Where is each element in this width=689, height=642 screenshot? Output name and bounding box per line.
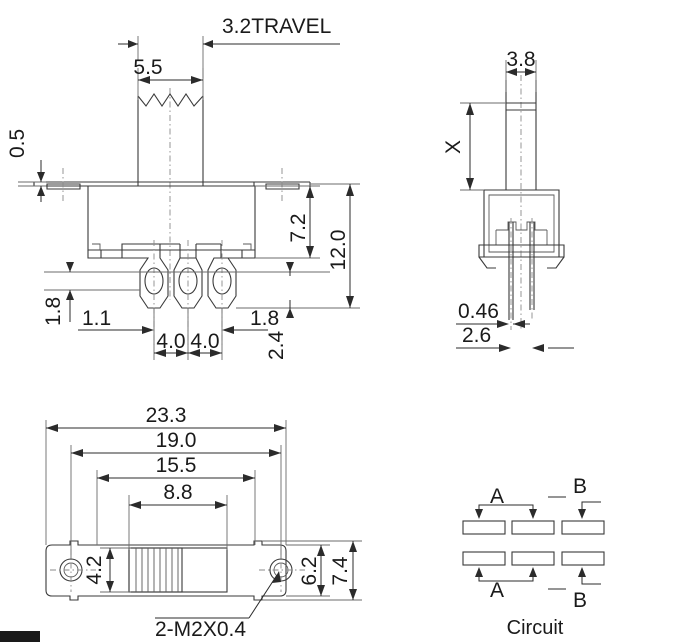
- circuit-link-b-top: B: [548, 475, 601, 519]
- side-pin-1: [508, 222, 514, 320]
- terminal-group: [121, 240, 237, 348]
- dimension-label-15-5: 15.5: [156, 454, 197, 477]
- dimension-label-2-4: 2.4: [265, 330, 288, 360]
- circuit-link-a-top: A: [475, 485, 537, 519]
- plan-knurled-actuator: [128, 547, 183, 593]
- side-body-outer: [483, 189, 560, 258]
- actuator-stem: [137, 96, 204, 186]
- circuit-label-a-bottom: A: [490, 579, 504, 602]
- dimension-2-4: 2.4: [236, 262, 300, 360]
- dimension-12-0: 12.0: [236, 183, 360, 309]
- dimension-label-4-0-b: 4.0: [190, 330, 219, 353]
- dimension-2-6: 2.6: [456, 324, 574, 352]
- body-right-notch: [243, 243, 252, 250]
- dimension-label-12-0: 12.0: [327, 230, 350, 271]
- dimension-label-2-6: 2.6: [462, 324, 491, 347]
- dimension-8-8: 8.8: [128, 481, 228, 550]
- dimension-label-23-3: 23.3: [146, 404, 187, 427]
- dimension-label-1-1: 1.1: [82, 307, 111, 330]
- dimension-label-3-8: 3.8: [506, 48, 535, 71]
- dimension-1-8-horizontal: 1.8: [222, 307, 279, 334]
- dimension-5-5: 5.5: [133, 56, 204, 100]
- circuit-link-a-bottom: A: [475, 567, 537, 602]
- dimension-label-19-0: 19.0: [156, 429, 197, 452]
- plan-body-outline: [45, 540, 287, 601]
- note-2-m2x0-4: 2-M2X0.4: [155, 571, 281, 641]
- flange-hole-right: [265, 183, 300, 190]
- side-actuator-stem: [505, 80, 537, 190]
- dimension-3-8: 3.8: [505, 48, 537, 92]
- body-left-foot: [87, 250, 102, 259]
- dimension-4-2: 4.2: [83, 547, 131, 593]
- dimension-19-0: 19.0: [70, 429, 282, 560]
- side-elevation-view: 3.8 X 0.46: [442, 48, 574, 352]
- terminal-pin-1: [121, 243, 169, 309]
- dimension-4-0-first: 4.0: [153, 308, 189, 360]
- side-actuator-groove: [506, 102, 536, 111]
- dimension-3-2-travel: 3.2TRAVEL: [118, 15, 340, 78]
- circuit-pad-bottom-1: [462, 551, 506, 566]
- circuit-link-b-bottom: B: [548, 567, 601, 612]
- dimension-0-46: 0.46: [456, 300, 530, 328]
- flange-hole-left: [46, 183, 81, 190]
- dimension-23-3: 23.3: [45, 404, 287, 545]
- dimension-label-x: X: [442, 140, 465, 154]
- circuit-pad-bottom-3: [561, 551, 605, 566]
- dimension-4-0-second: 4.0: [188, 308, 223, 360]
- dimension-label-7-4: 7.4: [329, 556, 352, 586]
- dimension-x: X: [442, 102, 506, 191]
- circuit-pad-top-1: [462, 520, 506, 535]
- switch-body-outline: [87, 186, 256, 251]
- circuit-pad-bottom-2: [511, 551, 555, 566]
- circuit-pad-top-2: [511, 520, 555, 535]
- dimension-label-8-8: 8.8: [163, 481, 192, 504]
- side-base-tabs: [478, 256, 565, 269]
- circuit-title: Circuit: [507, 617, 564, 639]
- dimension-label-travel: 3.2TRAVEL: [222, 15, 331, 38]
- dimension-label-5-5: 5.5: [133, 56, 162, 79]
- circuit-label-b-top: B: [573, 475, 587, 498]
- dimension-label-6-2: 6.2: [298, 556, 321, 585]
- body-right-foot: [241, 250, 256, 259]
- side-pin-2: [529, 222, 535, 310]
- dimension-label-0-46: 0.46: [458, 300, 499, 323]
- dimension-label-1-8-h: 1.8: [250, 307, 279, 330]
- dimension-label-4-0-a: 4.0: [156, 330, 185, 353]
- dimension-0-5: 0.5: [6, 129, 46, 202]
- terminal-pin-2: [173, 257, 203, 309]
- dimension-6-2: 6.2: [286, 544, 330, 597]
- dimension-label-7-2: 7.2: [287, 213, 310, 242]
- terminal-pin-3: [207, 244, 237, 309]
- dimension-1-1: 1.1: [78, 307, 154, 334]
- dimension-7-4: 7.4: [262, 540, 362, 601]
- plan-top-view: 23.3 19.0 15.5: [45, 404, 362, 641]
- side-contact-cavity: [496, 221, 547, 231]
- side-body-inner: [488, 194, 555, 253]
- dimension-label-4-2: 4.2: [83, 555, 106, 584]
- dimension-label-0-5: 0.5: [6, 129, 29, 158]
- note-label-thread: 2-M2X0.4: [155, 618, 246, 641]
- circuit-pad-top-3: [561, 520, 605, 535]
- dimension-label-1-8-v: 1.8: [42, 297, 65, 326]
- side-cavity-walls: [495, 230, 548, 245]
- circuit-label-b-bottom: B: [573, 589, 587, 612]
- corner-color-mark: [0, 631, 40, 642]
- body-left-notch: [92, 243, 101, 250]
- circuit-label-a-top: A: [490, 485, 504, 508]
- dimension-7-2: 7.2: [255, 185, 320, 259]
- side-base-plate: [478, 244, 565, 258]
- dimension-1-8-vertical: 1.8: [42, 262, 74, 326]
- front-elevation-view: 3.2TRAVEL 5.5 0.5: [6, 15, 360, 360]
- knurl-lines: [135, 548, 179, 592]
- circuit-schematic-view: A B A B Circuit: [462, 475, 605, 639]
- actuator-break-line: [137, 93, 204, 107]
- dimension-15-5: 15.5: [96, 454, 256, 545]
